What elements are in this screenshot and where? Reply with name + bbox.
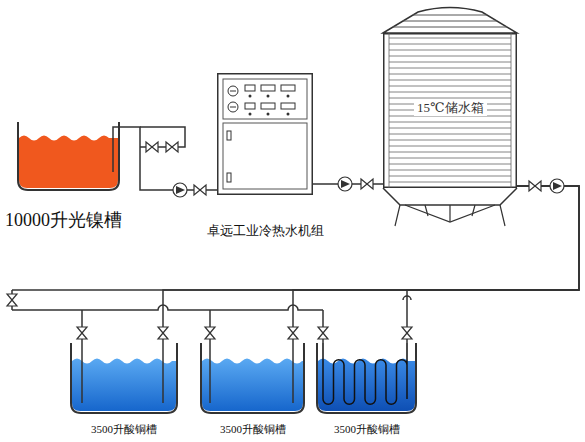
valve-symbol bbox=[288, 327, 298, 339]
chiller-unit-shape bbox=[217, 73, 313, 195]
tank-base bbox=[383, 188, 517, 205]
indicator bbox=[267, 95, 270, 98]
valve-symbol bbox=[402, 327, 412, 339]
valve-symbol bbox=[194, 185, 206, 195]
pump-symbol bbox=[550, 179, 564, 193]
valve-symbol bbox=[205, 327, 215, 339]
indicator bbox=[287, 113, 290, 116]
indicator bbox=[267, 113, 270, 116]
valve-symbol bbox=[318, 327, 328, 339]
tank-outline bbox=[71, 343, 177, 413]
indicator bbox=[249, 95, 252, 98]
branch-pipes bbox=[82, 310, 323, 343]
nickel-tank-shape bbox=[17, 122, 120, 190]
tank-ribs bbox=[389, 33, 511, 188]
node-label: 3500升酸铜槽 bbox=[91, 423, 157, 436]
node-label: 15℃储水箱 bbox=[414, 101, 487, 116]
copper-tank-shape bbox=[70, 343, 178, 413]
chiller-cabinet bbox=[218, 74, 313, 195]
valve-symbol bbox=[361, 179, 373, 189]
tank-outline bbox=[201, 343, 304, 413]
pipe-connector bbox=[407, 186, 579, 343]
indicator bbox=[249, 113, 252, 116]
display bbox=[261, 103, 275, 109]
blue-liquid bbox=[202, 359, 303, 412]
valve-symbol bbox=[7, 294, 17, 306]
pump-symbol bbox=[338, 177, 352, 191]
pump-arrow bbox=[341, 180, 350, 188]
dip-pipe bbox=[113, 127, 120, 172]
display bbox=[281, 85, 295, 91]
display bbox=[245, 85, 255, 91]
tank-body bbox=[384, 34, 517, 188]
orange-liquid bbox=[19, 136, 118, 189]
pipe-connector bbox=[120, 127, 217, 190]
gauge-needle bbox=[230, 91, 236, 107]
tank-roof bbox=[383, 8, 517, 34]
valve-symbol bbox=[529, 181, 541, 191]
pump-arrow bbox=[176, 186, 185, 194]
control-panel bbox=[223, 79, 307, 119]
copper-tank: 3500升酸铜槽 bbox=[200, 343, 305, 413]
copper-tank-shape bbox=[316, 343, 417, 413]
node-label: 卓远工业冷热水机组 bbox=[207, 224, 324, 239]
blue-liquid bbox=[72, 359, 176, 412]
valve-symbol bbox=[77, 327, 87, 339]
pipe-connector bbox=[163, 186, 579, 343]
tank-legs bbox=[395, 205, 505, 226]
display bbox=[245, 103, 255, 109]
door-handle bbox=[227, 173, 231, 182]
roof-ribs bbox=[393, 15, 507, 27]
node-label: 3500升酸铜槽 bbox=[334, 423, 400, 436]
node-label: 10000升光镍槽 bbox=[5, 210, 122, 231]
pipe-connector bbox=[293, 186, 579, 343]
return-header bbox=[12, 305, 323, 310]
tank-outline bbox=[317, 343, 416, 413]
cooling-coil bbox=[323, 343, 407, 404]
indicator bbox=[287, 95, 290, 98]
pump-symbol bbox=[173, 183, 187, 197]
node-label: 3500升酸铜槽 bbox=[220, 423, 286, 436]
copper-tank-shape bbox=[200, 343, 305, 413]
nickel-tank: 10000升光镍槽 bbox=[17, 122, 120, 190]
tank-outline bbox=[18, 122, 119, 190]
valve-symbol bbox=[166, 142, 178, 152]
copper-tank: 3500升酸铜槽 bbox=[70, 343, 178, 413]
dip-pipe bbox=[82, 343, 163, 403]
valve-symbol bbox=[158, 327, 168, 339]
dip-pipe bbox=[210, 343, 293, 403]
display bbox=[281, 103, 295, 109]
chiller-unit: 卓远工业冷热水机组 bbox=[217, 73, 313, 195]
display bbox=[261, 85, 275, 91]
valve-symbol bbox=[146, 142, 158, 152]
pump-arrow bbox=[553, 182, 562, 190]
storage-tank: 15℃储水箱 bbox=[383, 33, 517, 188]
copper-tank: 3500升酸铜槽 bbox=[316, 343, 417, 413]
door-handle bbox=[227, 131, 231, 140]
cabinet-door bbox=[223, 123, 307, 189]
